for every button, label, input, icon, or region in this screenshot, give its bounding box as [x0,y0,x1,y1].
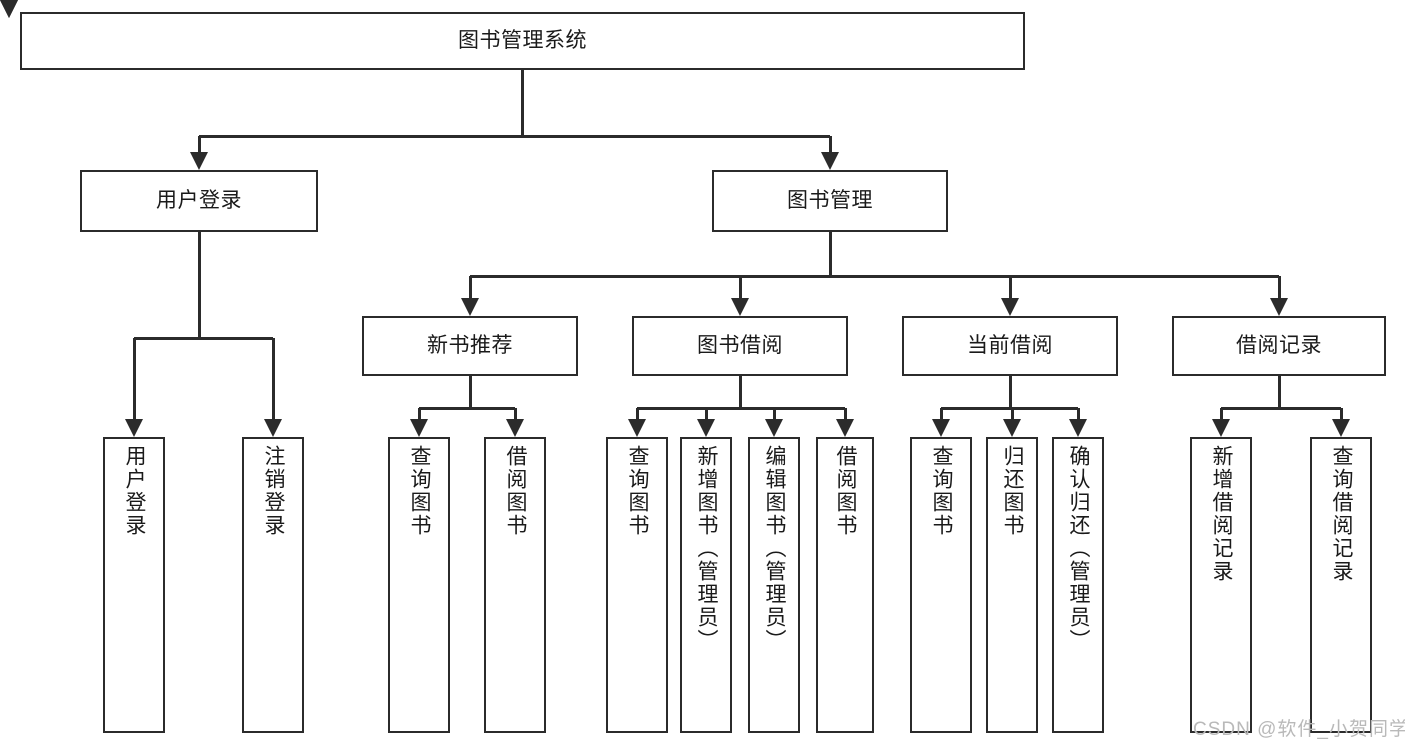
connector-group-3-bar [941,406,1078,410]
node-label: 借阅记录 [1236,333,1322,357]
arrowhead-to-leaf-query-book-2 [628,419,646,437]
arrowhead-to-leaf-confirm-return [1069,419,1087,437]
connector-group-2-drop-2 [772,408,776,419]
node-label: 用户登录 [123,445,147,537]
connector-group-2-bar [637,406,845,410]
arrowhead-to-leaf-query-record [1332,419,1350,437]
node-borrow-record[interactable]: 借阅记录 [1172,316,1386,376]
node-label: 归还图书 [1001,445,1025,537]
node-book-management[interactable]: 图书管理 [712,170,948,232]
node-label: 注销登录 [262,445,286,537]
node-label: 图书管理系统 [458,28,587,52]
arrowhead-to-leaf-query-book-1 [410,419,428,437]
node-label: 借阅图书 [834,445,858,537]
connector-group-1-bar [419,406,515,410]
connector-book-manage-drop-3 [1008,276,1012,298]
connector-group-0-drop-1 [271,338,275,419]
connector-group-2-drop-3 [843,408,847,419]
node-label: 用户登录 [156,188,242,212]
node-label: 查询借阅记录 [1330,445,1354,583]
node-book-borrow[interactable]: 图书借阅 [632,316,848,376]
connector-group-2-drop-1 [704,408,708,419]
node-leaf-user-login[interactable]: 用户登录 [103,437,165,733]
connector-root-stem [521,70,524,136]
arrowhead-to-new-book-recommend [461,298,479,316]
arrowhead-to-leaf-add-record [1212,419,1230,437]
arrowhead-to-leaf-user-login [125,419,143,437]
connector-book-manage-bar [470,274,1279,278]
arrowhead-to-leaf-query-book-3 [932,419,950,437]
connector-group-1-stem [468,376,472,408]
node-current-borrow[interactable]: 当前借阅 [902,316,1118,376]
node-label: 查询图书 [626,445,650,537]
node-leaf-query-book-3[interactable]: 查询图书 [910,437,972,733]
connector-group-3-stem [1008,376,1012,408]
arrowhead-to-borrow-record [1270,298,1288,316]
arrowhead-to-book-manage [821,152,839,170]
arrowhead-to-leaf-return-book [1003,419,1021,437]
connector-group-1-drop-0 [417,408,421,419]
connector-group-2-drop-0 [635,408,639,419]
arrowhead-to-user-login [190,152,208,170]
connector-group-4-drop-1 [1339,408,1343,419]
connector-root-right-drop [828,136,832,152]
connector-group-4-stem [1277,376,1281,408]
node-root-book-management-system[interactable]: 图书管理系统 [20,12,1025,70]
connector-book-manage-drop-2 [738,276,742,298]
connector-group-0-drop-0 [132,338,136,419]
arrowhead-to-leaf-add-book [697,419,715,437]
node-label: 新增图书（管理员） [695,445,719,652]
arrowhead-to-leaf-borrow-book-1 [506,419,524,437]
connector-group-4-drop-0 [1219,408,1223,419]
connector-group-3-drop-2 [1076,408,1080,419]
arrowhead-to-book-borrow [731,298,749,316]
connector-root-bar [199,134,830,138]
arrowhead-to-current-borrow [1001,298,1019,316]
connector-book-manage-drop-1 [468,276,472,298]
node-leaf-borrow-book-2[interactable]: 借阅图书 [816,437,874,733]
node-leaf-return-book[interactable]: 归还图书 [986,437,1038,733]
arrowhead-to-leaf-edit-book [765,419,783,437]
arrowhead-to-leaf-logout [0,0,18,18]
node-label: 确认归还（管理员） [1067,445,1091,652]
node-label: 查询图书 [930,445,954,537]
node-label: 当前借阅 [967,333,1053,357]
node-label: 查询图书 [408,445,432,537]
arrowhead-to-leaf-borrow-book-2 [836,419,854,437]
node-label: 编辑图书（管理员） [763,445,787,652]
node-leaf-query-book-2[interactable]: 查询图书 [606,437,668,733]
connector-group-3-drop-1 [1010,408,1014,419]
connector-root-left-drop [197,136,201,152]
arrowhead-to-leaf-logout [264,419,282,437]
node-label: 新书推荐 [427,333,513,357]
node-leaf-add-book[interactable]: 新增图书（管理员） [680,437,732,733]
node-leaf-edit-book[interactable]: 编辑图书（管理员） [748,437,800,733]
node-leaf-add-record[interactable]: 新增借阅记录 [1190,437,1252,733]
connector-group-0-bar [134,336,273,340]
node-label: 图书借阅 [697,333,783,357]
node-label: 新增借阅记录 [1210,445,1234,583]
connector-book-manage-drop-4 [1277,276,1281,298]
node-leaf-borrow-book-1[interactable]: 借阅图书 [484,437,546,733]
node-new-book-recommend[interactable]: 新书推荐 [362,316,578,376]
node-label: 借阅图书 [504,445,528,537]
node-user-login[interactable]: 用户登录 [80,170,318,232]
connector-book-manage-stem [828,232,832,276]
node-leaf-logout[interactable]: 注销登录 [242,437,304,733]
connector-group-1-drop-1 [513,408,517,419]
node-label: 图书管理 [787,188,873,212]
connector-group-0-stem [197,232,201,338]
node-leaf-query-book-1[interactable]: 查询图书 [388,437,450,733]
node-leaf-confirm-return[interactable]: 确认归还（管理员） [1052,437,1104,733]
connector-group-2-stem [738,376,742,408]
connector-group-4-bar [1221,406,1341,410]
connector-group-3-drop-0 [939,408,943,419]
node-leaf-query-record[interactable]: 查询借阅记录 [1310,437,1372,733]
